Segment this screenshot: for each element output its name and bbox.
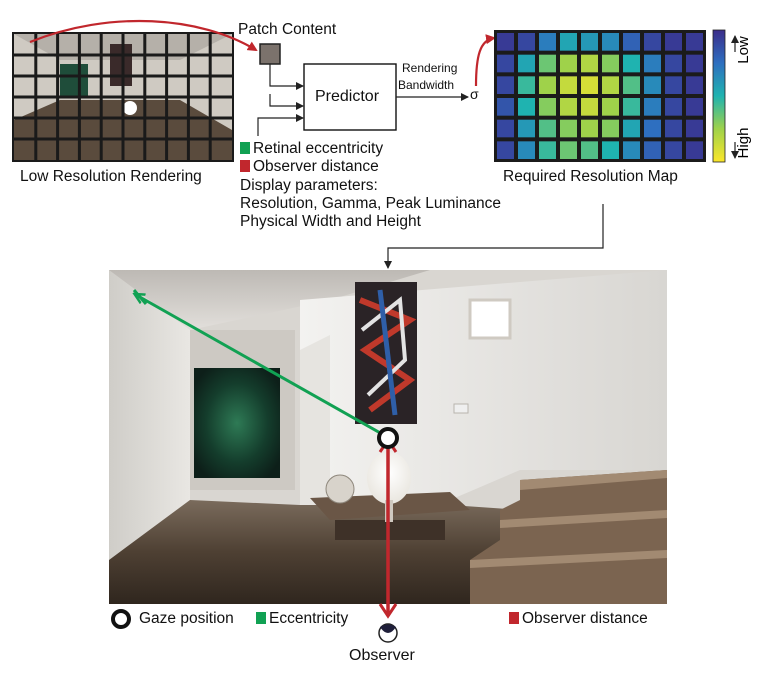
display-params-line2: Physical Width and Height	[240, 213, 421, 230]
map-cell	[602, 33, 619, 51]
map-cell	[539, 98, 556, 116]
map-cell	[665, 119, 682, 138]
low-res-thumbnail	[12, 32, 234, 162]
map-cell	[602, 76, 619, 94]
legend-observer-distance: Observer distance	[509, 610, 648, 628]
predictor-label: Predictor	[315, 88, 380, 105]
observer-label: Observer	[349, 647, 415, 664]
legend-eccentricity: Eccentricity	[256, 610, 348, 628]
colorbar	[712, 29, 726, 163]
map-cell	[623, 141, 640, 159]
map-cell	[602, 119, 619, 138]
map-cell	[581, 54, 598, 73]
map-cell	[665, 141, 682, 159]
red-swatch	[509, 612, 519, 624]
map-cell	[581, 98, 598, 116]
map-cell	[623, 33, 640, 51]
green-swatch	[240, 142, 250, 154]
map-cell	[686, 54, 703, 73]
legend-retinal: Retinal eccentricity	[240, 140, 383, 158]
map-cell	[623, 119, 640, 138]
map-cell	[497, 33, 514, 51]
map-cell	[665, 54, 682, 73]
rendering-label: Rendering	[402, 61, 458, 75]
display-params-line1: Resolution, Gamma, Peak Luminance	[240, 195, 502, 212]
map-cell	[581, 76, 598, 94]
map-cell	[518, 98, 535, 116]
map-cell	[665, 98, 682, 116]
map-cell	[497, 54, 514, 73]
map-cell	[665, 33, 682, 51]
map-cell	[539, 33, 556, 51]
map-cell	[539, 54, 556, 73]
map-cell	[644, 76, 661, 94]
map-cell	[539, 119, 556, 138]
display-params-label: Display parameters:	[240, 177, 378, 194]
map-cell	[560, 54, 577, 73]
map-cell	[518, 76, 535, 94]
eccentricity-arrow	[138, 296, 383, 436]
map-cell	[686, 119, 703, 138]
low-res-label: Low Resolution Rendering	[20, 168, 202, 185]
map-cell	[497, 76, 514, 94]
red-swatch	[240, 160, 250, 172]
gaze-ring-icon	[377, 427, 399, 449]
map-cell	[581, 119, 598, 138]
gaze-position-label: Gaze position	[139, 610, 234, 627]
map-cell	[644, 141, 661, 159]
map-cell	[602, 141, 619, 159]
map-cell	[686, 33, 703, 51]
map-cell	[560, 76, 577, 94]
resolution-map-cells	[497, 33, 703, 159]
eye-icon	[378, 623, 398, 643]
map-cell	[560, 141, 577, 159]
map-cell	[497, 98, 514, 116]
low-label: Low	[735, 36, 752, 64]
map-cell	[581, 33, 598, 51]
map-cell	[518, 141, 535, 159]
map-to-image-arrow	[384, 204, 604, 269]
map-cell	[539, 76, 556, 94]
thumbnail-grid	[14, 34, 232, 160]
map-cell	[686, 141, 703, 159]
map-cell	[623, 76, 640, 94]
map-cell	[539, 141, 556, 159]
map-cell	[602, 54, 619, 73]
map-cell	[518, 119, 535, 138]
map-cell	[686, 76, 703, 94]
patch-square	[259, 43, 281, 65]
required-map-label: Required Resolution Map	[503, 168, 678, 185]
map-cell	[644, 33, 661, 51]
map-cell	[644, 119, 661, 138]
map-cell	[644, 98, 661, 116]
map-cell	[623, 54, 640, 73]
map-cell	[497, 141, 514, 159]
map-cell	[665, 76, 682, 94]
sigma-label: σ	[470, 86, 479, 102]
map-cell	[581, 141, 598, 159]
map-cell	[560, 98, 577, 116]
map-cell	[602, 98, 619, 116]
gaze-ring-icon	[111, 609, 131, 629]
map-cell	[518, 54, 535, 73]
resolution-map	[494, 30, 706, 162]
map-cell	[497, 119, 514, 138]
predictor-box	[303, 63, 397, 131]
high-label: High	[735, 128, 752, 159]
green-swatch	[256, 612, 266, 624]
bandwidth-label: Bandwidth	[398, 78, 455, 92]
map-cell	[644, 54, 661, 73]
map-cell	[560, 33, 577, 51]
map-cell	[518, 33, 535, 51]
map-cell	[560, 119, 577, 138]
legend-observer-dist: Observer distance	[240, 158, 379, 176]
sigma-arrow	[474, 34, 496, 87]
patch-arrow	[29, 19, 258, 52]
map-cell	[686, 98, 703, 116]
patch-content-label: Patch Content	[238, 21, 337, 38]
map-cell	[623, 98, 640, 116]
